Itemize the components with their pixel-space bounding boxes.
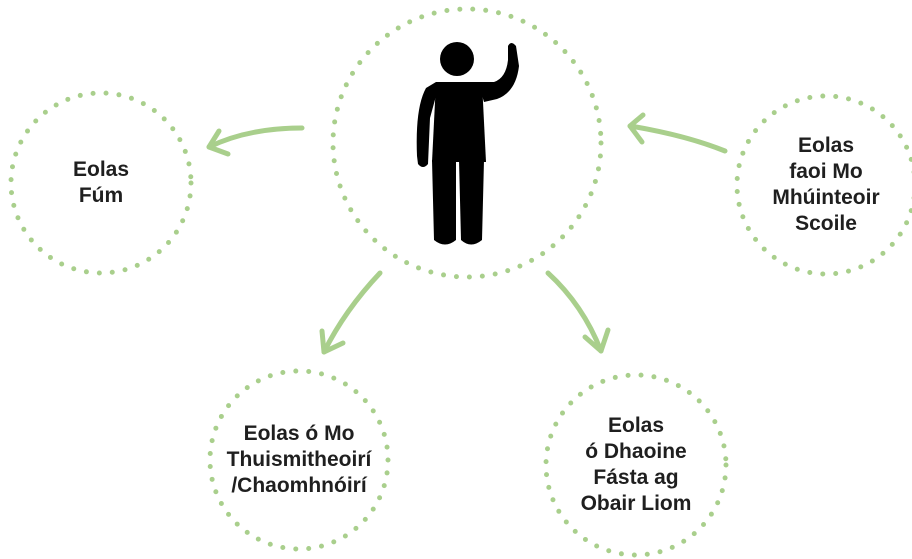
- arrow-from-teacher: [627, 112, 728, 154]
- adults-line-3: Fásta ag: [593, 466, 679, 489]
- parents-line-3: /Chaomhnóirí: [231, 474, 367, 497]
- about-me-node-label: Eolas Fúm: [31, 123, 171, 243]
- adults-node-circle: [543, 372, 729, 558]
- about-me-node-circle: [8, 90, 194, 276]
- parents-node-circle: [207, 368, 391, 552]
- teacher-line-1: Eolas: [797, 134, 855, 157]
- arrow-to-parents: [319, 270, 383, 355]
- about-me-line-1: Eolas: [72, 158, 130, 181]
- adults-line-2: ó Dhaoine: [585, 440, 687, 463]
- about-me-line-2: Fúm: [78, 184, 124, 207]
- parents-node-label: Eolas ó Mo Thuismitheoirí /Chaomhnóirí: [214, 410, 384, 510]
- teacher-line-2: faoi Mo: [789, 160, 863, 183]
- adults-node-label: Eolas ó Dhaoine Fásta ag Obair Liom: [566, 400, 706, 530]
- arrow-to-about-me: [206, 125, 305, 157]
- teacher-line-4: Scoile: [795, 212, 857, 235]
- teacher-line-3: Mhúinteoir: [772, 186, 880, 209]
- parents-line-2: Thuismitheoirí: [226, 448, 372, 471]
- parents-line-1: Eolas ó Mo: [243, 422, 355, 445]
- arrow-to-adults: [545, 270, 611, 354]
- adults-line-4: Obair Liom: [580, 492, 692, 515]
- center-node-circle: [330, 6, 604, 280]
- adults-line-1: Eolas: [607, 414, 665, 437]
- teacher-node-label: Eolas faoi Mo Mhúinteoir Scoile: [756, 120, 896, 250]
- person-waving-icon: [416, 42, 519, 245]
